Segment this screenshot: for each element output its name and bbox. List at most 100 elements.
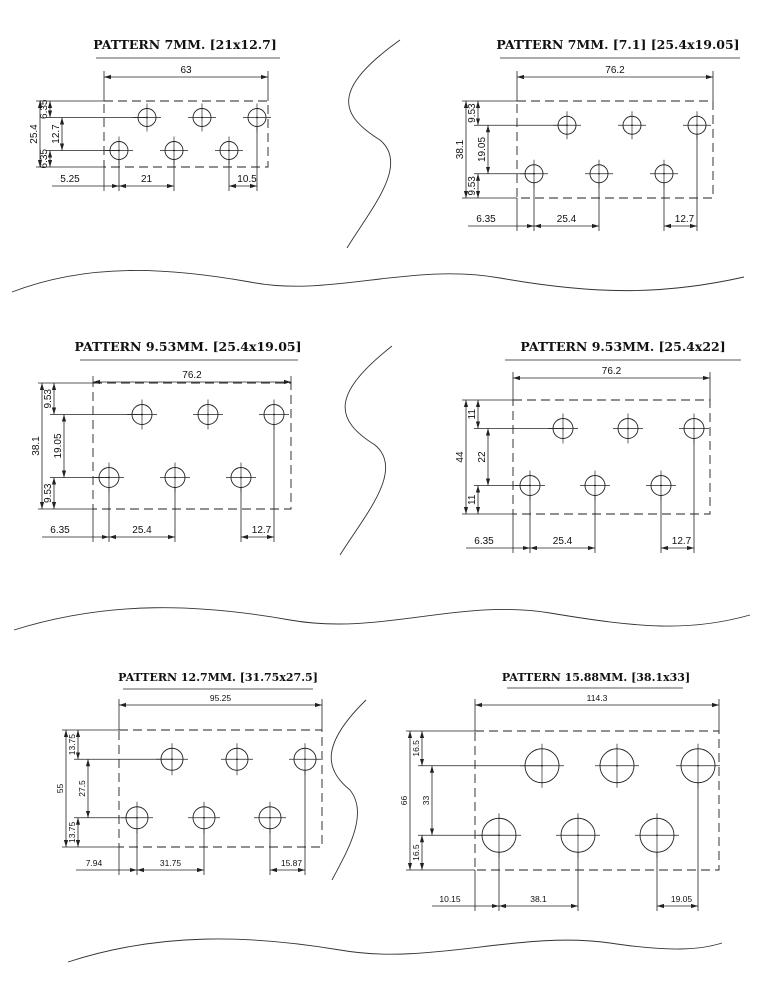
pattern-title: PATTERN 7MM. [7.1] [25.4x19.05] [496, 37, 739, 52]
panel-p3: PATTERN 9.53MM. [25.4x19.05] 76.2 38.1 9.53… [31, 339, 302, 542]
vertical-break-line-1 [346, 39, 401, 249]
half-pitch-label: 19.05 [671, 894, 693, 904]
hole-center-dot [269, 816, 271, 819]
width-label: 95.25 [210, 693, 232, 703]
pitch-label: 21 [141, 174, 153, 185]
pitch-label: 38.1 [530, 894, 547, 904]
pattern-outline [512, 399, 711, 515]
pattern-title: PATTERN 9.53MM. [25.4x19.05] [74, 339, 301, 354]
pattern-outline [516, 100, 714, 199]
offset-arrow [130, 868, 137, 872]
hole-center-dot [594, 484, 596, 487]
row-gap-label: 27.5 [77, 780, 87, 797]
half-pitch-label: 12.7 [672, 536, 692, 547]
hole-bottom-3 [635, 813, 679, 858]
hole-center-dot [240, 476, 242, 479]
pattern-outline [474, 730, 720, 871]
hole-center-dot [627, 427, 629, 430]
half-pitch-label: 10.5 [237, 174, 257, 185]
hole-center-dot [631, 124, 633, 127]
hole-center-dot [660, 484, 662, 487]
hole-top-2 [221, 743, 253, 776]
horizontal-break-line-2 [13, 607, 751, 631]
row-gap-label: 12.7 [51, 124, 62, 144]
pattern-outline [103, 100, 269, 168]
height-label: 25.4 [29, 124, 40, 144]
height-label: 44 [455, 451, 466, 463]
height-label: 55 [55, 784, 65, 794]
row-gap-label: 19.05 [477, 137, 488, 162]
hole-center-dot [201, 116, 203, 119]
horizontal-break-line-1 [11, 270, 745, 293]
pattern-title: PATTERN 15.88MM. [38.1x33] [502, 671, 690, 684]
row-bottom-label: 9.53 [467, 176, 478, 196]
pattern-outline [92, 382, 292, 510]
pitch-label: 25.4 [132, 525, 152, 536]
hole-bottom-2 [160, 136, 188, 165]
panel-p1: PATTERN 7MM. [21x12.7] 63 25.4 6.3512.76.35… [29, 37, 280, 191]
hole-top-3 [679, 413, 709, 444]
hole-top-2 [188, 103, 216, 132]
hole-top-3 [676, 743, 720, 788]
panel-p5: PATTERN 12.7MM. [31.75x27.5] 95.25 55 13.75… [55, 671, 323, 875]
hole-center-dot [697, 764, 699, 767]
hole-center-dot [304, 758, 306, 761]
hole-top-3 [289, 743, 321, 776]
hole-bottom-2 [585, 159, 613, 188]
pattern-outline [118, 729, 323, 848]
vertical-break-line-3 [330, 699, 367, 881]
pattern-title: PATTERN 12.7MM. [31.75x27.5] [118, 671, 318, 684]
row-bottom-label: 11 [467, 494, 478, 505]
offset-label: 5.25 [60, 174, 80, 185]
panel-p6: PATTERN 15.88MM. [38.1x33]114.36616.5331… [399, 671, 720, 911]
hole-bottom-2 [188, 801, 220, 834]
row-top-label: 6.35 [39, 99, 50, 119]
offset-label: 6.35 [474, 536, 494, 547]
hole-center-dot [656, 834, 658, 837]
pitch-label: 31.75 [160, 858, 182, 868]
row-top-label: 16.5 [411, 740, 421, 757]
break-lines [11, 39, 751, 963]
hole-center-dot [273, 413, 275, 416]
offset-arrow [527, 224, 534, 228]
hole-center-dot [693, 427, 695, 430]
pattern-title: PATTERN 7MM. [21x12.7] [93, 37, 277, 52]
pitch-label: 25.4 [557, 214, 577, 225]
width-label: 63 [180, 65, 192, 76]
width-label: 76.2 [182, 370, 202, 381]
hole-center-dot [236, 758, 238, 761]
vertical-break-line-2 [339, 345, 393, 556]
hole-center-dot [616, 764, 618, 767]
row-bottom-label: 13.75 [67, 821, 77, 843]
pitch-label: 25.4 [553, 536, 573, 547]
panel-p2: PATTERN 7MM. [7.1] [25.4x19.05]76.238.19… [455, 37, 740, 231]
hole-center-dot [696, 124, 698, 127]
width-label: 114.3 [587, 693, 608, 703]
half-pitch-label: 12.7 [252, 525, 272, 536]
height-label: 38.1 [31, 436, 42, 456]
hole-center-dot [228, 149, 230, 152]
offset-label: 6.35 [50, 525, 70, 536]
row-bottom-label: 6.35 [39, 149, 50, 169]
row-gap-label: 33 [421, 796, 431, 806]
hole-bottom-2 [556, 813, 600, 858]
offset-arrow [112, 184, 119, 188]
hole-top-2 [595, 743, 639, 788]
offset-label: 6.35 [476, 214, 496, 225]
hole-center-dot [173, 149, 175, 152]
hole-center-dot [203, 816, 205, 819]
hole-center-dot [577, 834, 579, 837]
hole-bottom-3 [215, 136, 243, 165]
row-top-label: 9.53 [467, 103, 478, 123]
hole-center-dot [207, 413, 209, 416]
hole-top-2 [193, 399, 223, 430]
hole-top-2 [618, 111, 646, 140]
half-pitch-label: 12.7 [675, 214, 695, 225]
hole-bottom-3 [226, 462, 256, 493]
row-top-label: 9.53 [43, 389, 54, 409]
hole-center-dot [598, 172, 600, 175]
offset-label: 7.94 [86, 858, 103, 868]
width-label: 76.2 [605, 65, 625, 76]
half-pitch-label: 15.87 [281, 858, 303, 868]
